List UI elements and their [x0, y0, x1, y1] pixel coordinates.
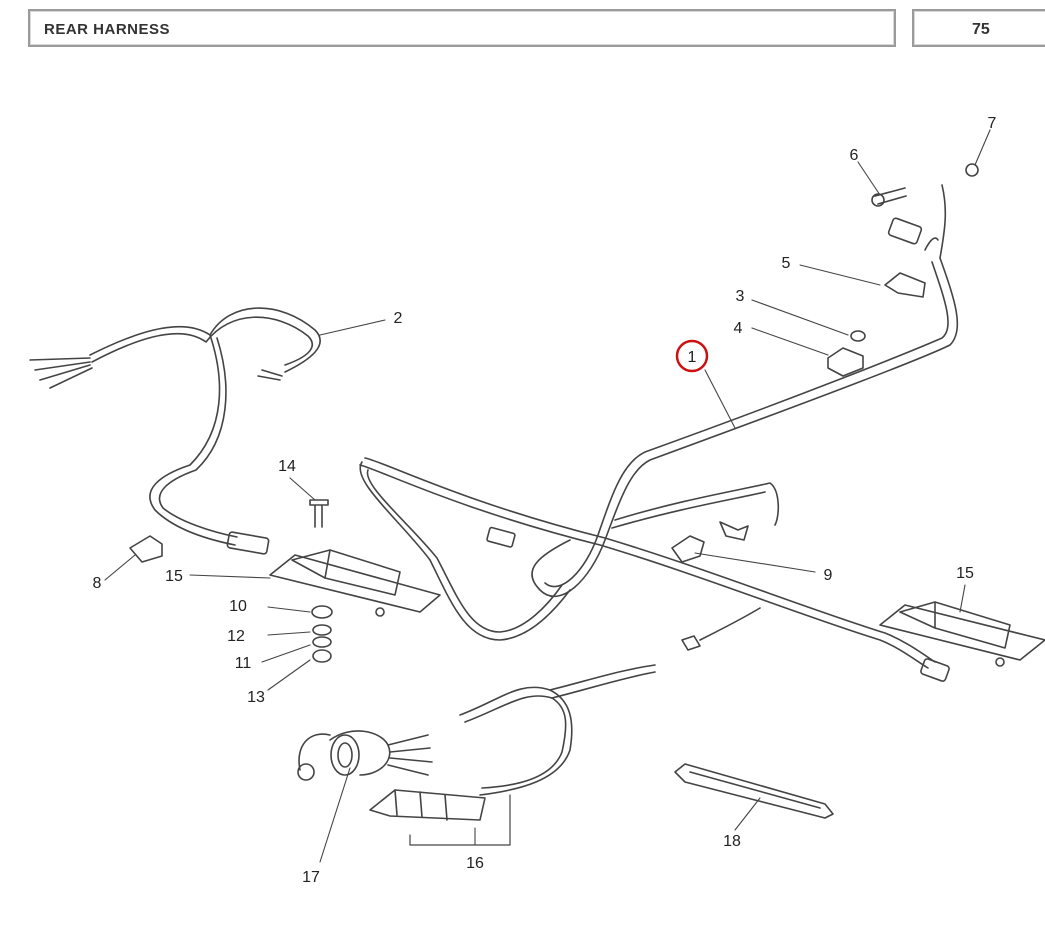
callout-2: 2	[394, 310, 403, 327]
socket-17	[297, 730, 433, 781]
sub-harness-16	[369, 664, 656, 846]
connector-9	[671, 535, 705, 563]
callout-9: 9	[824, 567, 833, 584]
callout-17: 17	[302, 869, 320, 886]
diagram-title: REAR HARNESS	[44, 21, 171, 38]
callout-6: 6	[850, 147, 859, 164]
callout-16: 16	[466, 855, 484, 872]
right-connector	[920, 658, 950, 682]
title-box: REAR HARNESS	[28, 9, 896, 47]
branch-connector	[719, 521, 749, 541]
module-15-left	[269, 549, 441, 617]
bolt-6	[874, 187, 907, 205]
callout-5: 5	[782, 255, 791, 272]
center-connector	[486, 526, 516, 548]
nut-3	[850, 330, 866, 342]
callout-14: 14	[278, 458, 296, 475]
highlight-circle	[675, 339, 709, 373]
callout-7: 7	[988, 115, 997, 132]
nut-7	[965, 163, 979, 177]
main-harness	[359, 184, 959, 669]
cable-tie-slot	[689, 771, 821, 809]
screw-14	[309, 499, 329, 528]
nut-10	[311, 605, 333, 619]
callout-11: 11	[235, 655, 252, 672]
module-15-right	[879, 601, 1045, 667]
page-number-box: 75	[912, 9, 1045, 47]
callout-4: 4	[734, 320, 743, 337]
washer-11	[312, 636, 332, 648]
clip-5	[884, 272, 926, 298]
callout-15-left: 15	[165, 568, 183, 585]
page-number: 75	[972, 21, 990, 38]
cable-tie-18	[674, 763, 834, 819]
callout-10: 10	[229, 598, 247, 615]
callout-8: 8	[93, 575, 102, 592]
callout-18: 18	[723, 833, 741, 850]
harness-2	[29, 307, 321, 555]
leader-lines	[104, 129, 991, 863]
callout-13: 13	[247, 689, 265, 706]
callout-labels: 1 2 3 4 5 6 7 8 9 10 11 12 13 14 15 15 1…	[93, 115, 997, 886]
top-connector	[887, 217, 923, 245]
callout-15-right: 15	[956, 565, 974, 582]
callout-12: 12	[227, 628, 245, 645]
clip-8	[129, 535, 163, 563]
clamp-4	[827, 347, 864, 377]
nut-13	[312, 649, 332, 663]
washer-12	[312, 624, 332, 636]
callout-3: 3	[736, 288, 745, 305]
wire-end	[681, 635, 701, 651]
callout-1: 1	[688, 349, 697, 366]
